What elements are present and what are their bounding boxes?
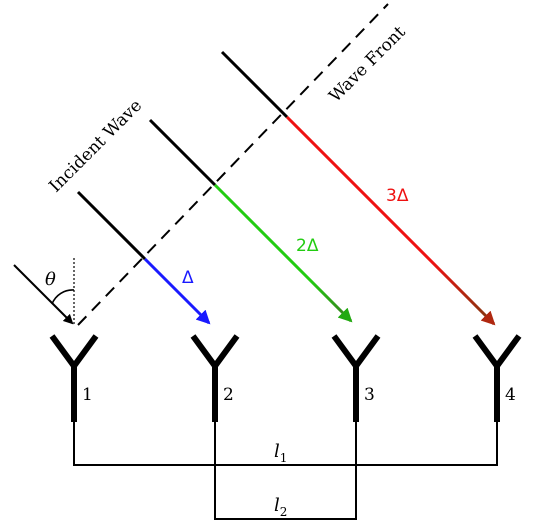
- incident-ray-0: [13, 264, 74, 325]
- antenna-3: [331, 334, 381, 422]
- antenna-label-1: 1: [82, 385, 93, 405]
- delta-3-label: 3Δ: [386, 186, 409, 206]
- incident-ray-2: [148, 118, 217, 187]
- baseline-l2: [214, 420, 357, 520]
- baseline-l1: [73, 420, 498, 466]
- wave-front-label: Wave Front: [325, 22, 409, 106]
- theta-arc: [51, 289, 75, 305]
- delta-1-label: Δ: [182, 268, 194, 288]
- incident-wave-label: Incident Wave: [45, 96, 146, 197]
- antenna-label-3: 3: [364, 385, 375, 405]
- wave-front-line: [77, 3, 389, 326]
- antenna-4: [472, 334, 522, 422]
- delay-path-1: [143, 257, 211, 325]
- antenna-2: [190, 334, 240, 422]
- l1-label: l1: [274, 441, 287, 465]
- antenna-label-4: 4: [505, 385, 516, 405]
- theta-label: θ: [45, 269, 56, 290]
- delay-path-2: [213, 183, 353, 323]
- delta-2-label: 2Δ: [296, 236, 319, 256]
- l2-label: l2: [274, 495, 287, 519]
- incident-ray-3: [220, 50, 289, 119]
- incident-ray-1: [76, 190, 147, 261]
- antenna-label-2: 2: [223, 385, 234, 405]
- antenna-1: [49, 334, 99, 422]
- delay-path-3: [285, 115, 496, 326]
